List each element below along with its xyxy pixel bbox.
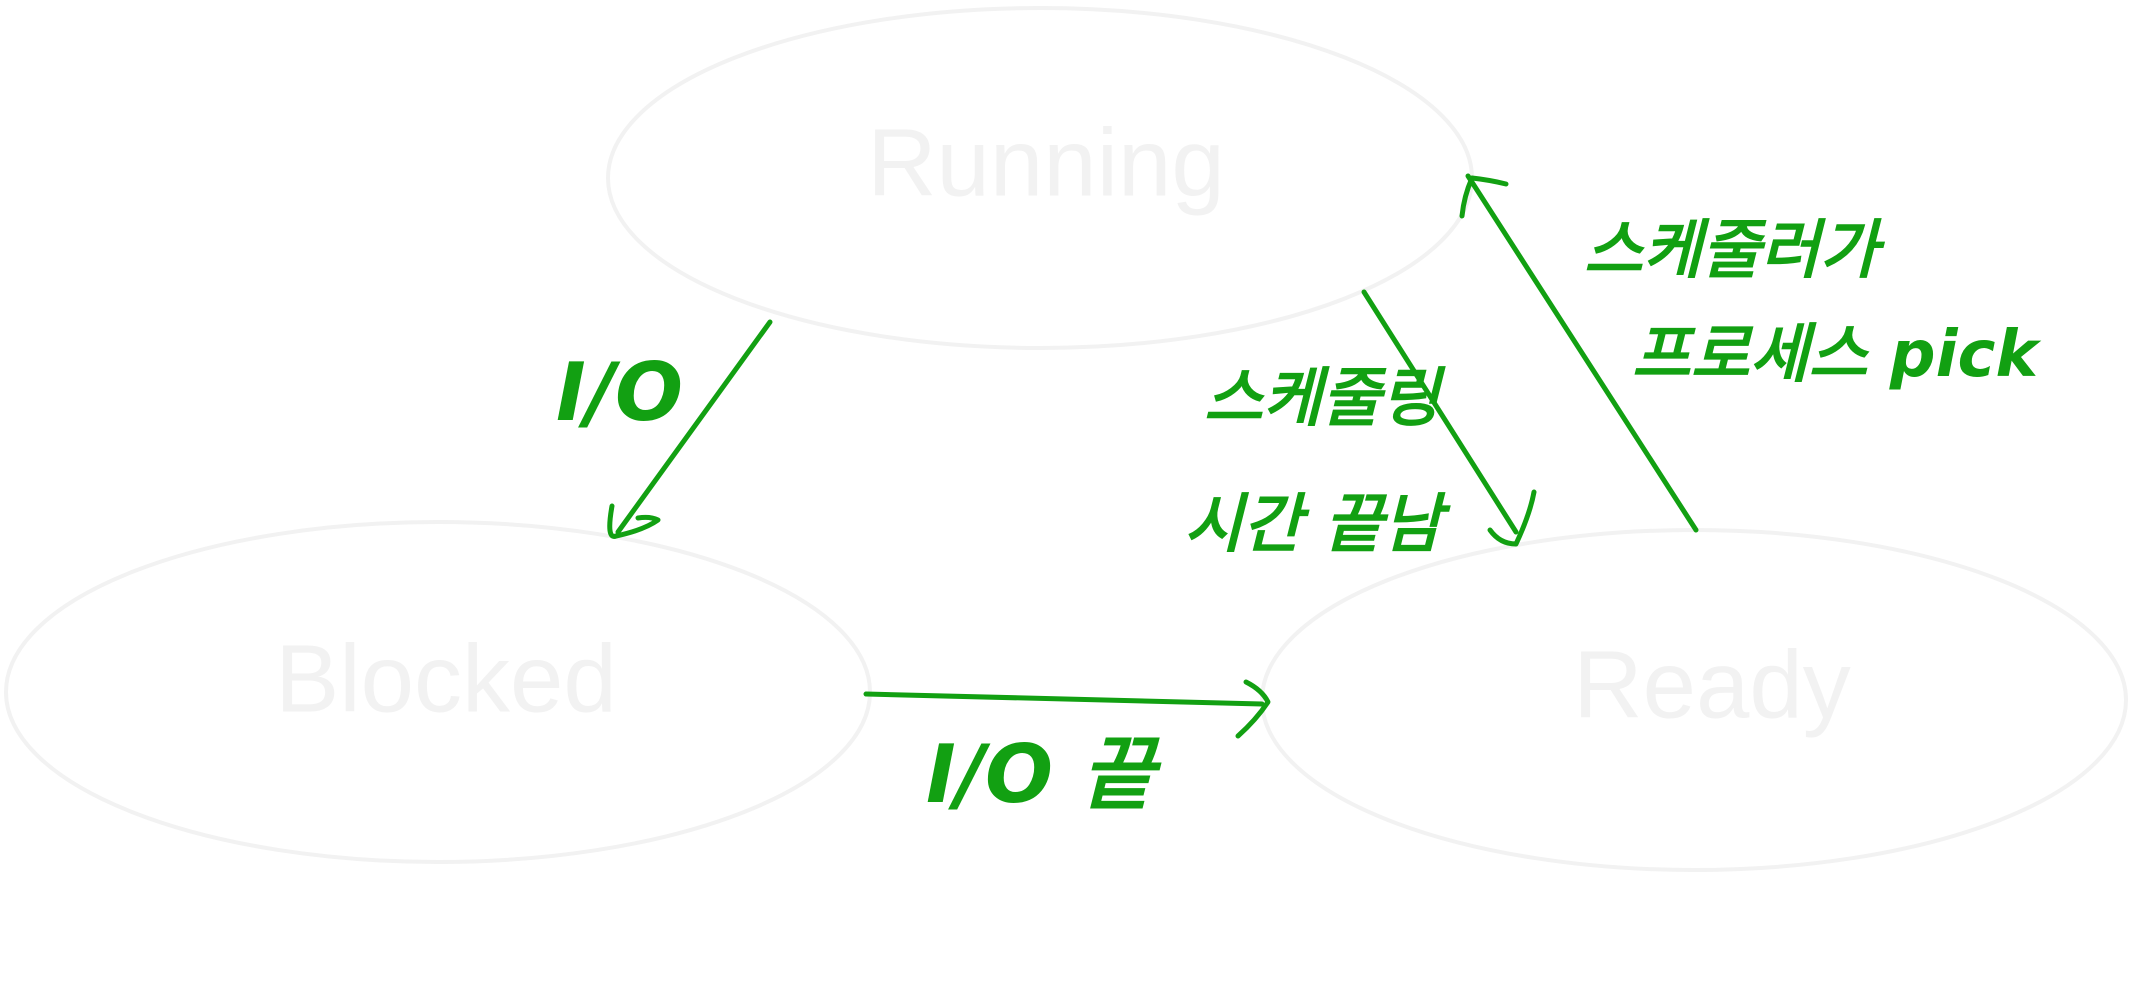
transition-running-to-ready: 스케줄링 시간 끝남 <box>1184 289 1537 562</box>
arrow-ready-to-running-head <box>1459 175 1509 219</box>
transition-running-to-blocked: I/O <box>556 319 773 539</box>
arrow-blocked-to-ready-head <box>1235 679 1271 739</box>
arrow-running-to-blocked <box>615 319 773 535</box>
arrow-blocked-to-ready <box>863 691 1265 707</box>
state-ready: Ready <box>1260 528 2128 872</box>
transition-ready-to-running: 스케줄러가 프로세스 pick <box>1459 173 2041 533</box>
state-blocked: Blocked <box>4 520 872 864</box>
arrow-running-to-blocked-head <box>607 503 661 539</box>
arrow-running-to-ready-head <box>1487 489 1537 547</box>
label-scheduler-pick-line1: 스케줄러가 <box>1584 214 1886 288</box>
label-scheduler-pick-line2: 프로세스 pick <box>1632 318 2041 392</box>
state-running-label: Running <box>867 109 1225 216</box>
label-io: I/O <box>556 346 683 439</box>
transition-blocked-to-ready: I/O 끝 <box>863 679 1271 821</box>
state-ready-label: Ready <box>1573 631 1851 738</box>
state-blocked-label: Blocked <box>275 625 617 732</box>
label-scheduling-time-over-line1: 스케줄링 <box>1204 362 1447 436</box>
label-io-done: I/O 끝 <box>926 728 1162 821</box>
label-scheduling-time-over-line2: 시간 끝남 <box>1184 488 1451 562</box>
arrow-ready-to-running <box>1465 173 1699 533</box>
arrow-running-to-ready <box>1361 289 1519 535</box>
state-running: Running <box>606 6 1474 350</box>
